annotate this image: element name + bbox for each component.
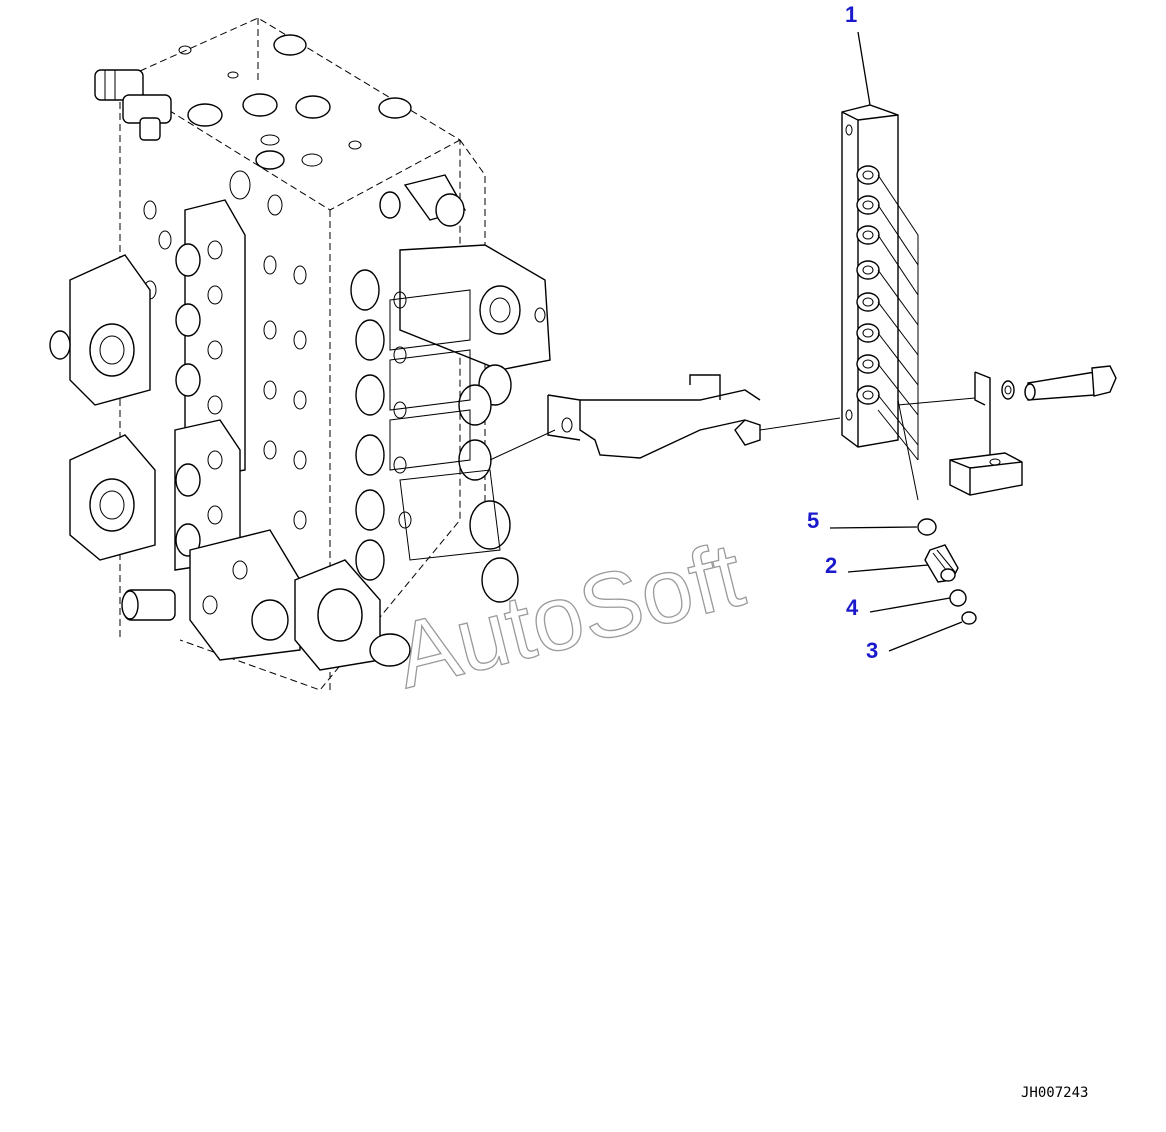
watermark: AutoSoft (386, 523, 753, 707)
right-face-spools (350, 174, 551, 603)
manifold-ports (856, 165, 880, 405)
callout-4: 4 (846, 595, 859, 620)
bolt-assembly (949, 365, 1117, 496)
bottom-fittings (121, 529, 411, 671)
drawing-code: JH007243 (1021, 1085, 1088, 1101)
part-4-o-ring (949, 589, 967, 607)
callout-2: 2 (825, 553, 837, 578)
part-3-o-ring (961, 611, 977, 625)
callout-3: 3 (866, 638, 878, 663)
part-5-o-ring (917, 518, 937, 536)
left-face-ports (143, 170, 307, 530)
leader-lines (829, 31, 963, 652)
control-valve-assembly (49, 17, 551, 691)
callout-1: 1 (845, 2, 857, 27)
part-2-fitting (924, 544, 959, 583)
left-covers (49, 199, 246, 571)
part-1-manifold-block (841, 104, 976, 501)
callout-numbers: 1 5 2 4 3 (807, 2, 878, 663)
callout-5: 5 (807, 508, 819, 533)
top-left-fitting (94, 69, 172, 141)
mounting-bracket (489, 374, 841, 461)
top-plugs (178, 34, 412, 170)
